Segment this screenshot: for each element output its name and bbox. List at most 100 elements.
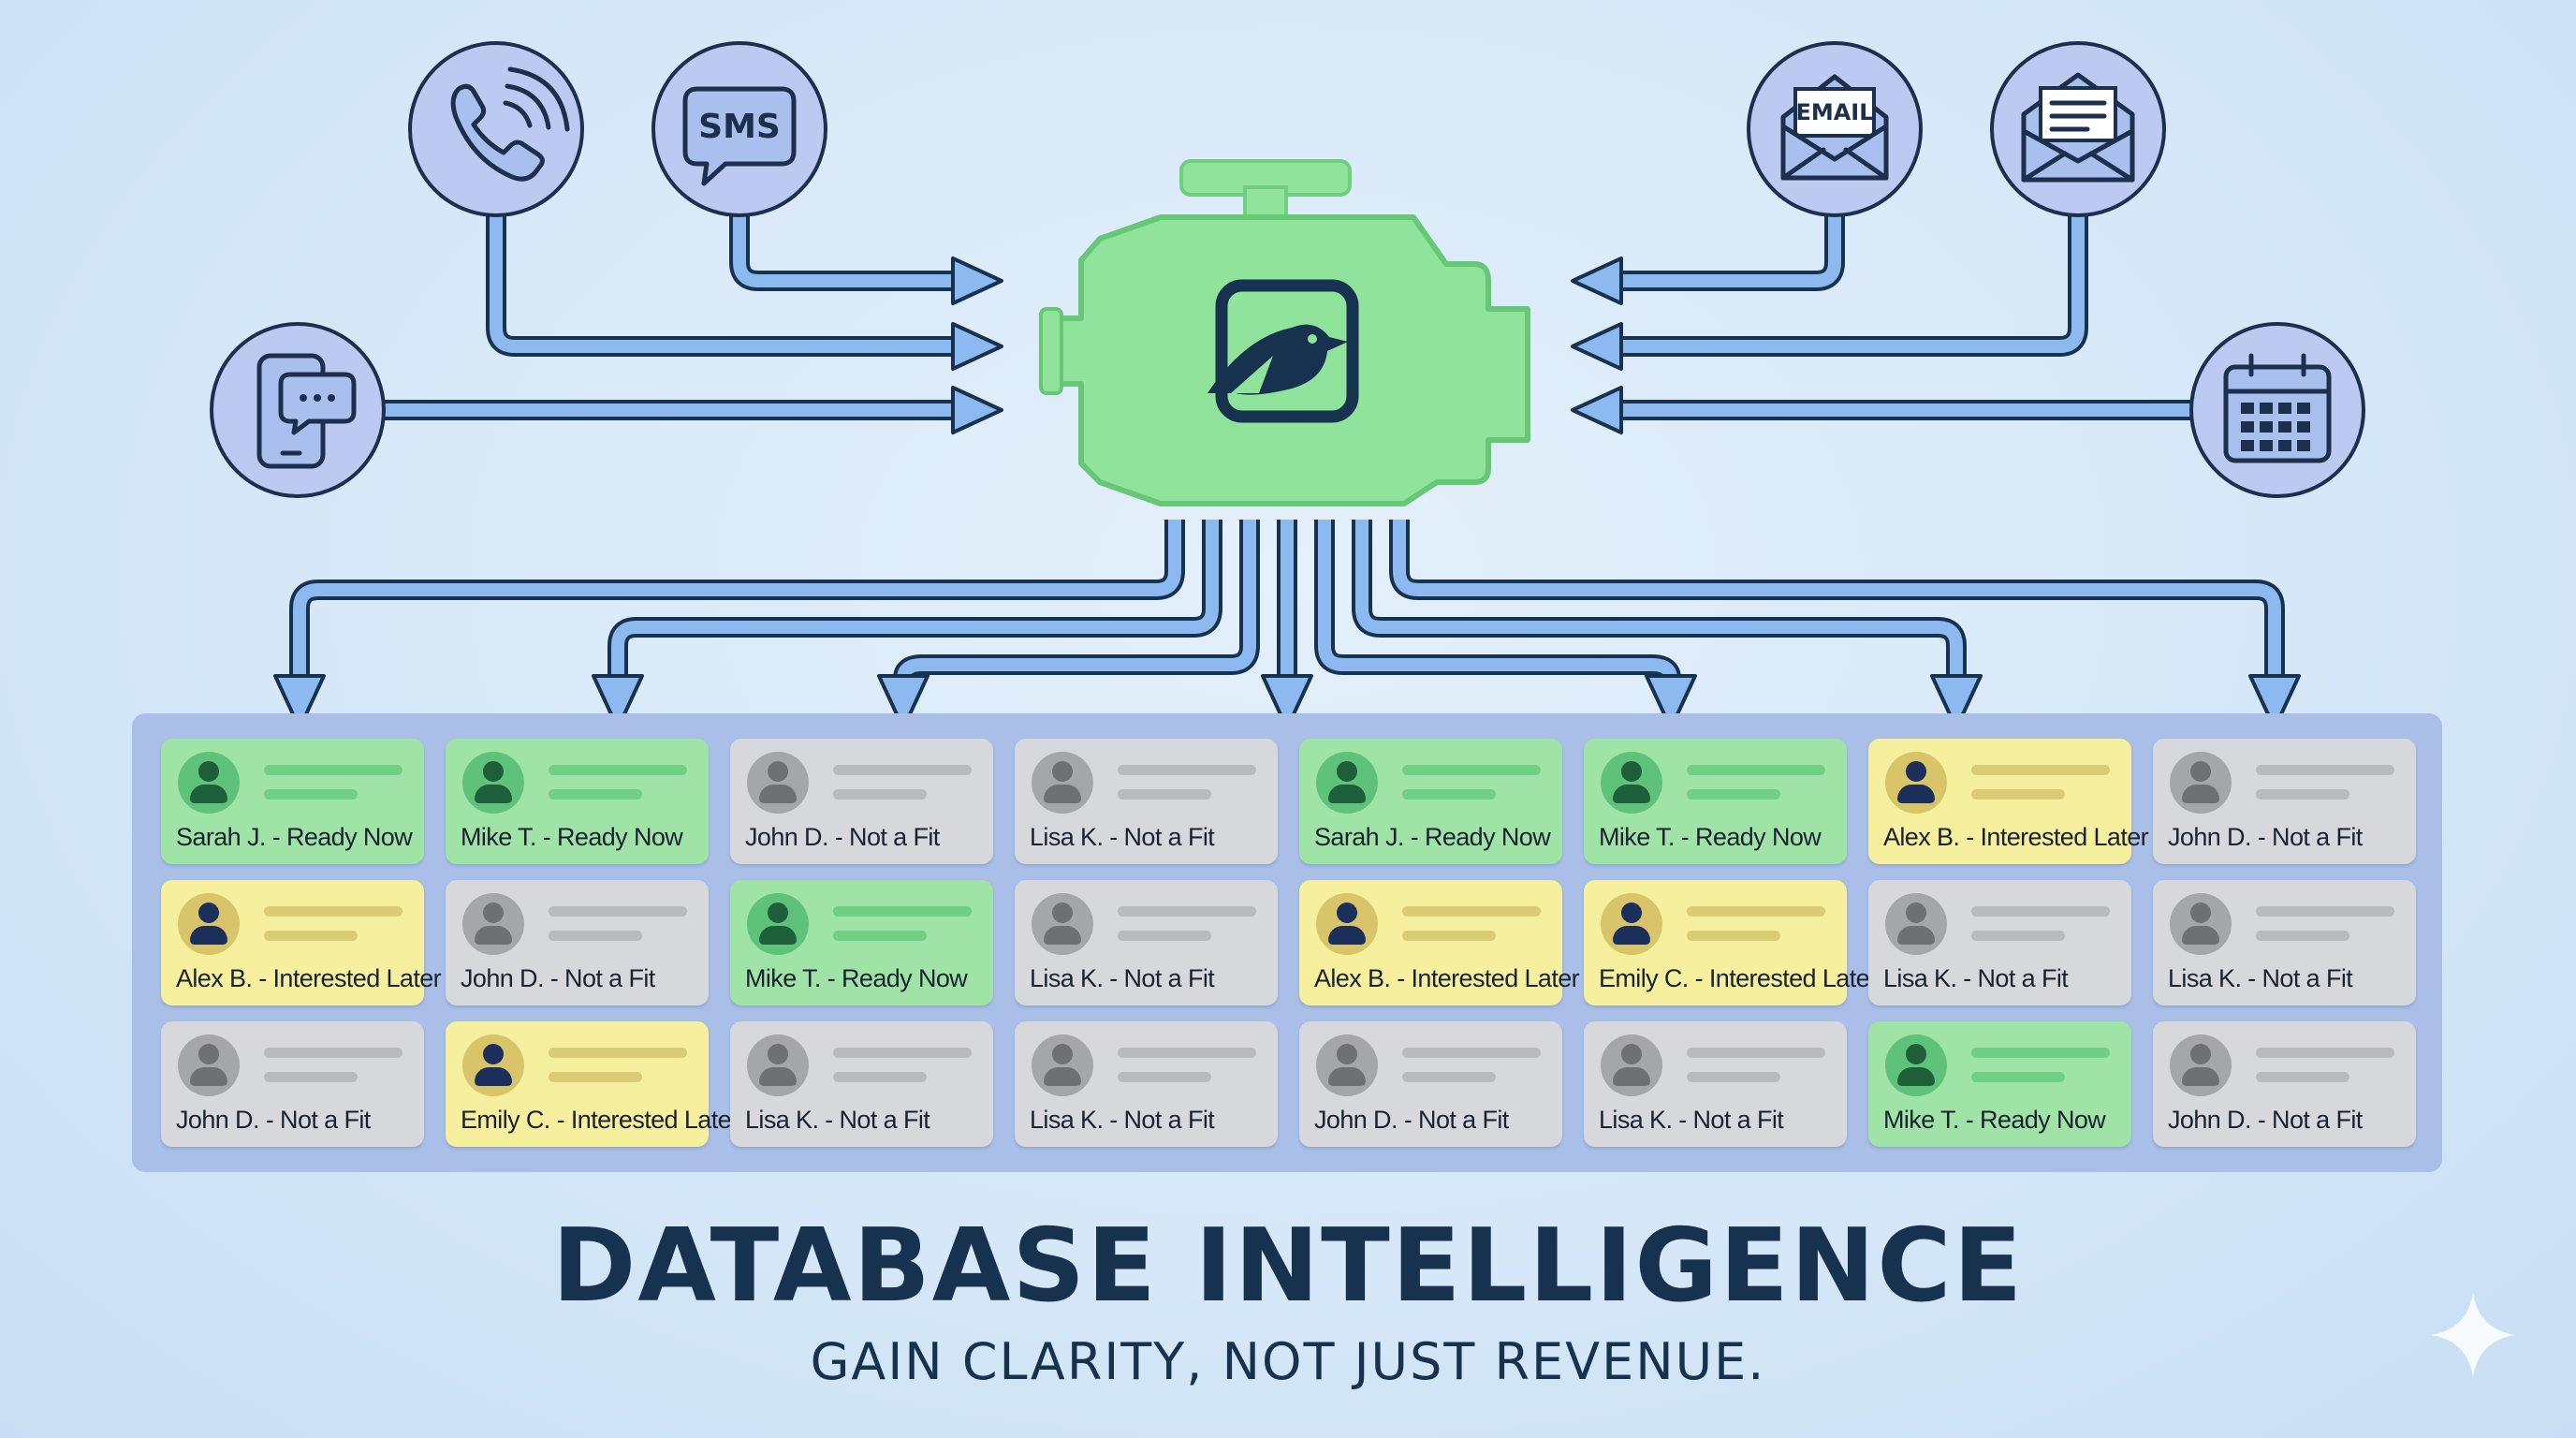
placeholder-line: [1687, 765, 1825, 775]
lead-label: Emily C. - Interested Later: [1599, 964, 1878, 992]
arrow-head: [1571, 386, 1623, 434]
placeholder-line: [264, 765, 402, 775]
placeholder-line: [833, 765, 972, 775]
lead-card[interactable]: Lisa K. - Not a Fit: [1584, 1021, 1847, 1147]
placeholder-line: [549, 906, 687, 917]
arrow-head: [592, 674, 644, 730]
lead-label: John D. - Not a Fit: [1314, 1106, 1509, 1134]
placeholder-line: [1687, 789, 1780, 800]
placeholder-line: [549, 765, 687, 775]
bird-logo-icon: [1208, 279, 1359, 423]
arrow-head: [951, 257, 1003, 305]
placeholder-line: [1971, 789, 2065, 800]
placeholder-line: [1118, 931, 1211, 941]
placeholder-line: [1971, 931, 2065, 941]
placeholder-line: [264, 1048, 402, 1058]
placeholder-line: [1118, 1072, 1211, 1082]
avatar: [1316, 1034, 1378, 1096]
lead-card[interactable]: Emily C. - Interested Later: [446, 1021, 739, 1147]
placeholder-line: [1687, 1048, 1825, 1058]
arrow-head: [951, 322, 1003, 371]
placeholder-line: [264, 1072, 358, 1082]
lead-card[interactable]: Alex B. - Interested Later: [1299, 880, 1580, 1005]
placeholder-line: [833, 931, 927, 941]
lead-card[interactable]: Mike T. - Ready Now: [1584, 739, 1847, 864]
placeholder-line: [1687, 906, 1825, 917]
lead-card[interactable]: Lisa K. - Not a Fit: [1015, 880, 1278, 1005]
lead-label: Lisa K. - Not a Fit: [1030, 823, 1215, 851]
avatar: [1885, 1034, 1947, 1096]
lead-card[interactable]: John D. - Not a Fit: [1299, 1021, 1562, 1147]
lead-card[interactable]: Lisa K. - Not a Fit: [1015, 739, 1278, 864]
avatar: [1601, 752, 1662, 814]
placeholder-line: [833, 906, 972, 917]
sms-label: SMS: [698, 108, 781, 146]
arrow-head: [2248, 674, 2301, 730]
avatar: [1885, 893, 1947, 955]
email-label: EMAIL: [1795, 99, 1873, 125]
placeholder-line: [2256, 931, 2349, 941]
placeholder-line: [264, 789, 358, 800]
lead-card[interactable]: John D. - Not a Fit: [730, 739, 993, 864]
lead-card[interactable]: Mike T. - Ready Now: [1868, 1021, 2131, 1147]
placeholder-line: [1118, 789, 1211, 800]
lead-card[interactable]: Lisa K. - Not a Fit: [730, 1021, 993, 1147]
placeholder-line: [1402, 931, 1496, 941]
placeholder-line: [1402, 765, 1541, 775]
lead-card[interactable]: Alex B. - Interested Later: [161, 880, 442, 1005]
lead-label: Mike T. - Ready Now: [1599, 823, 1822, 851]
avatar: [1316, 752, 1378, 814]
lead-card[interactable]: Sarah J. - Ready Now: [161, 739, 424, 864]
placeholder-line: [1118, 1048, 1256, 1058]
lead-card[interactable]: Mike T. - Ready Now: [446, 739, 709, 864]
placeholder-line: [549, 789, 642, 800]
lead-label: Lisa K. - Not a Fit: [2168, 964, 2353, 992]
lead-card[interactable]: Sarah J. - Ready Now: [1299, 739, 1562, 864]
page-subtitle: GAIN CLARITY, NOT JUST REVENUE.: [810, 1332, 1766, 1391]
lead-card[interactable]: Emily C. - Interested Later: [1584, 880, 1878, 1005]
avatar: [747, 1034, 809, 1096]
avatar: [462, 752, 524, 814]
placeholder-line: [1402, 789, 1496, 800]
lead-label: Sarah J. - Ready Now: [176, 823, 413, 851]
lead-label: Lisa K. - Not a Fit: [1030, 1106, 1215, 1134]
placeholder-line: [1118, 765, 1256, 775]
input-flows: [379, 206, 2195, 434]
avatar: [1032, 1034, 1093, 1096]
mobile-chat-icon: [210, 322, 386, 498]
lead-card[interactable]: John D. - Not a Fit: [2153, 1021, 2416, 1147]
placeholder-line: [1687, 1072, 1780, 1082]
lead-label: John D. - Not a Fit: [2168, 823, 2363, 851]
lead-card[interactable]: John D. - Not a Fit: [161, 1021, 424, 1147]
lead-card[interactable]: Mike T. - Ready Now: [730, 880, 993, 1005]
lead-label: Alex B. - Interested Later: [1883, 823, 2149, 851]
lead-card[interactable]: Alex B. - Interested Later: [1868, 739, 2149, 864]
avatar: [1032, 752, 1093, 814]
placeholder-line: [549, 1072, 642, 1082]
lead-card[interactable]: Lisa K. - Not a Fit: [1868, 880, 2131, 1005]
avatar: [462, 893, 524, 955]
placeholder-line: [2256, 906, 2394, 917]
placeholder-line: [833, 1072, 927, 1082]
lead-card[interactable]: John D. - Not a Fit: [446, 880, 709, 1005]
placeholder-line: [833, 1048, 972, 1058]
lead-label: John D. - Not a Fit: [2168, 1106, 2363, 1134]
lead-label: Emily C. - Interested Later: [461, 1106, 739, 1134]
arrow-head: [1571, 257, 1623, 305]
newsletter-envelope-icon: [1990, 41, 2166, 217]
lead-label: John D. - Not a Fit: [461, 964, 655, 992]
avatar: [1032, 893, 1093, 955]
avatar: [747, 752, 809, 814]
lead-card[interactable]: John D. - Not a Fit: [2153, 739, 2416, 864]
arrow-head: [1645, 674, 1697, 730]
placeholder-line: [549, 931, 642, 941]
lead-card[interactable]: Lisa K. - Not a Fit: [2153, 880, 2416, 1005]
placeholder-line: [1971, 906, 2110, 917]
lead-label: Mike T. - Ready Now: [461, 823, 683, 851]
engine-icon: [1039, 159, 1530, 506]
placeholder-line: [1118, 906, 1256, 917]
avatar: [178, 752, 240, 814]
lead-card[interactable]: Lisa K. - Not a Fit: [1015, 1021, 1278, 1147]
